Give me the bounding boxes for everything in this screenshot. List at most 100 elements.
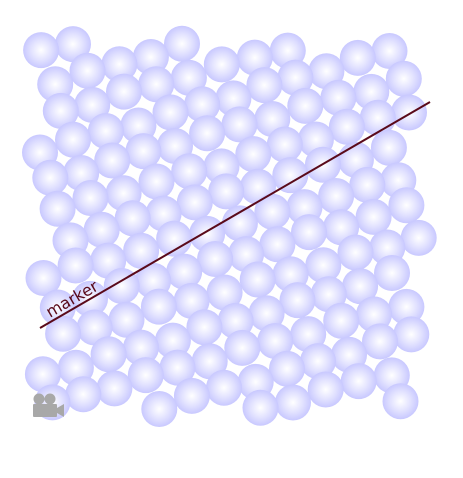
sphere bbox=[318, 178, 355, 214]
sphere bbox=[275, 384, 311, 421]
sphere bbox=[291, 214, 327, 251]
sphere bbox=[266, 126, 303, 163]
sphere bbox=[114, 200, 151, 237]
sphere bbox=[290, 316, 327, 353]
sphere bbox=[171, 153, 208, 190]
sphere bbox=[176, 184, 213, 221]
sphere bbox=[400, 219, 437, 256]
sphere bbox=[132, 39, 169, 75]
sphere bbox=[206, 369, 242, 406]
sphere bbox=[127, 357, 164, 394]
sphere bbox=[191, 343, 228, 380]
sphere bbox=[305, 247, 342, 284]
sphere bbox=[300, 343, 336, 380]
sphere bbox=[355, 198, 392, 235]
sphere bbox=[156, 220, 193, 257]
sphere bbox=[90, 336, 127, 373]
sphere bbox=[221, 106, 258, 143]
sphere bbox=[83, 211, 120, 248]
sphere bbox=[248, 295, 285, 332]
sphere bbox=[42, 92, 79, 129]
sphere bbox=[166, 253, 203, 290]
sphere bbox=[186, 309, 223, 346]
marker-line bbox=[39, 101, 431, 329]
sphere bbox=[55, 121, 91, 158]
sphere bbox=[39, 190, 76, 227]
sphere bbox=[221, 205, 258, 242]
sphere bbox=[108, 301, 145, 338]
sphere bbox=[342, 268, 379, 305]
sphere bbox=[173, 377, 210, 414]
sphere bbox=[382, 383, 419, 420]
sphere bbox=[101, 46, 138, 83]
sphere bbox=[140, 288, 177, 325]
sphere bbox=[279, 282, 316, 319]
sphere bbox=[208, 173, 245, 210]
sphere bbox=[323, 302, 360, 339]
sphere bbox=[138, 163, 175, 200]
sphere bbox=[362, 323, 398, 360]
sphere bbox=[239, 261, 276, 298]
sphere bbox=[217, 302, 254, 339]
sphere bbox=[206, 274, 243, 311]
sphere bbox=[141, 391, 178, 427]
sphere bbox=[391, 94, 427, 131]
sphere bbox=[385, 60, 422, 97]
sphere bbox=[184, 86, 221, 123]
sphere bbox=[57, 247, 94, 284]
sphere bbox=[246, 67, 283, 104]
sphere bbox=[370, 129, 407, 166]
sphere bbox=[152, 94, 189, 131]
sphere bbox=[55, 26, 91, 63]
sphere bbox=[32, 159, 69, 196]
sphere bbox=[269, 32, 306, 69]
sphere bbox=[170, 59, 207, 96]
sphere bbox=[189, 115, 226, 152]
sphere bbox=[72, 180, 109, 216]
sphere bbox=[320, 79, 357, 116]
sphere bbox=[125, 133, 162, 170]
sphere bbox=[25, 260, 62, 296]
sphere bbox=[356, 296, 392, 333]
sphere bbox=[287, 87, 324, 124]
sphere bbox=[374, 255, 410, 291]
sphere bbox=[37, 66, 74, 103]
sphere bbox=[164, 25, 200, 62]
sphere bbox=[69, 52, 106, 89]
sphere bbox=[123, 232, 160, 269]
sphere bbox=[388, 288, 425, 325]
sphere bbox=[197, 241, 234, 277]
sphere bbox=[138, 66, 175, 103]
sphere bbox=[272, 157, 309, 194]
sphere bbox=[236, 39, 273, 76]
sphere bbox=[203, 46, 240, 83]
sphere bbox=[328, 108, 365, 145]
sphere bbox=[106, 73, 142, 110]
sphere bbox=[277, 59, 314, 96]
sphere bbox=[94, 142, 131, 179]
sphere bbox=[154, 322, 191, 359]
sphere bbox=[235, 136, 272, 173]
sphere bbox=[87, 113, 124, 149]
sphere bbox=[159, 349, 196, 386]
sphere bbox=[388, 187, 425, 224]
sphere-lattice bbox=[22, 25, 437, 427]
sphere bbox=[45, 315, 82, 352]
sphere bbox=[24, 356, 61, 393]
sphere bbox=[242, 389, 279, 426]
sphere bbox=[339, 39, 376, 76]
sphere bbox=[96, 370, 133, 407]
sphere bbox=[76, 309, 113, 346]
sphere bbox=[254, 193, 291, 230]
sphere bbox=[393, 316, 430, 353]
sphere bbox=[269, 350, 305, 387]
sphere bbox=[257, 323, 294, 359]
sphere bbox=[337, 234, 374, 271]
movie-camera-icon[interactable] bbox=[33, 393, 64, 418]
sphere bbox=[349, 166, 386, 203]
sphere bbox=[123, 329, 159, 366]
sphere bbox=[340, 363, 377, 400]
sphere bbox=[224, 329, 261, 366]
sphere bbox=[307, 371, 344, 408]
